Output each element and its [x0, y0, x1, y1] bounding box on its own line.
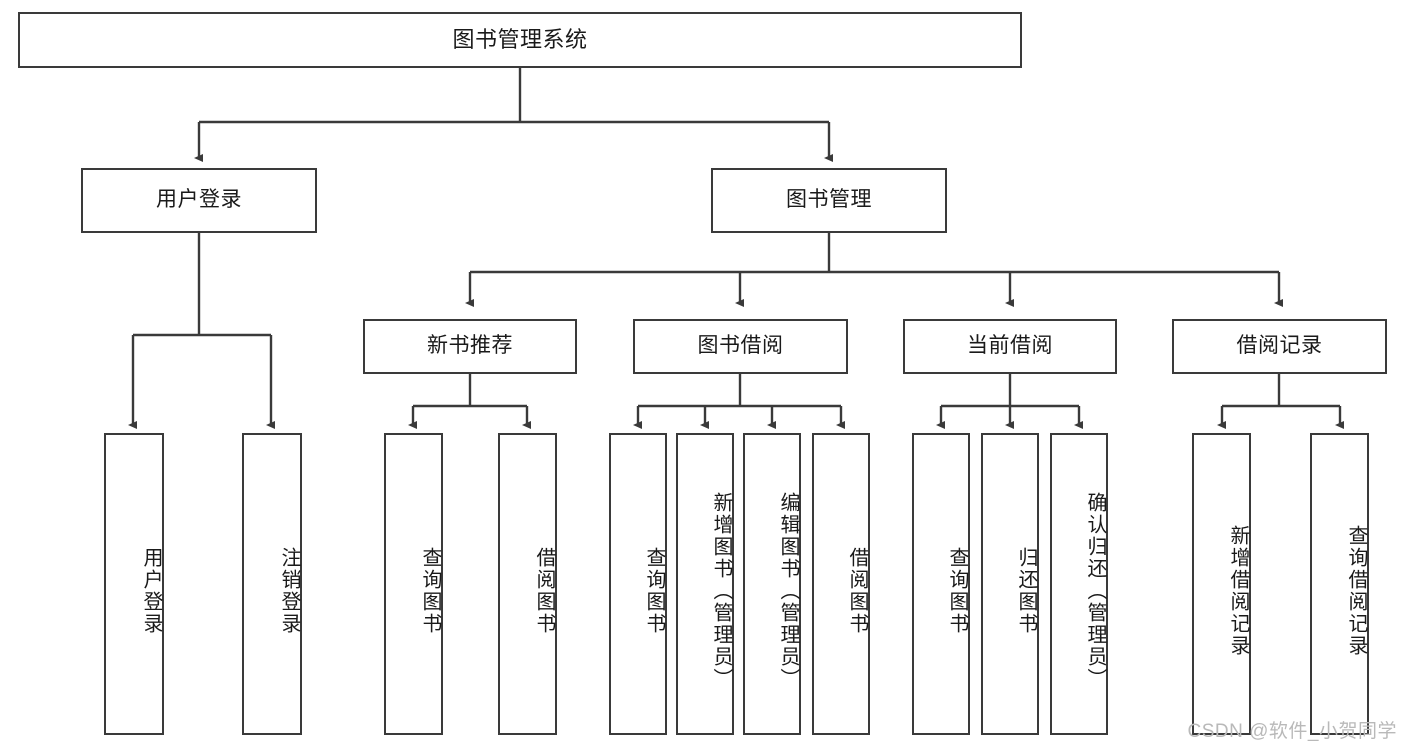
node-label: 图书管理: [786, 188, 872, 212]
leaf-user-login-login[interactable]: 用户登录: [104, 433, 164, 735]
node-label: 归还图书: [1015, 547, 1037, 635]
node-label: 注销登录: [278, 547, 300, 635]
node-label: 新增图书（管理员）: [710, 492, 732, 690]
node-label: 图书借阅: [697, 334, 784, 358]
node-current-borrow[interactable]: 当前借阅: [903, 319, 1117, 374]
leaf-new-book-query[interactable]: 查询图书: [384, 433, 443, 735]
node-label: 用户登录: [140, 547, 162, 635]
leaf-new-book-borrow[interactable]: 借阅图书: [498, 433, 557, 735]
node-label: 借阅图书: [533, 547, 555, 635]
node-label: 新增借阅记录: [1227, 525, 1249, 657]
node-label: 查询图书: [643, 547, 665, 635]
leaf-book-borrow-add[interactable]: 新增图书（管理员）: [676, 433, 734, 735]
node-label: 确认归还（管理员）: [1084, 492, 1106, 690]
node-book-borrow[interactable]: 图书借阅: [633, 319, 848, 374]
node-root-system[interactable]: 图书管理系统: [18, 12, 1022, 68]
leaf-book-borrow-borrow[interactable]: 借阅图书: [812, 433, 870, 735]
node-label: 用户登录: [156, 188, 242, 212]
node-borrow-record[interactable]: 借阅记录: [1172, 319, 1387, 374]
node-label: 当前借阅: [967, 334, 1053, 358]
leaf-current-borrow-return[interactable]: 归还图书: [981, 433, 1039, 735]
leaf-borrow-record-add[interactable]: 新增借阅记录: [1192, 433, 1251, 735]
node-new-book-recommend[interactable]: 新书推荐: [363, 319, 577, 374]
leaf-current-borrow-confirm-return[interactable]: 确认归还（管理员）: [1050, 433, 1108, 735]
node-label: 查询图书: [419, 547, 441, 635]
leaf-borrow-record-query[interactable]: 查询借阅记录: [1310, 433, 1369, 735]
node-label: 图书管理系统: [452, 27, 588, 53]
node-label: 借阅图书: [846, 547, 868, 635]
node-label: 查询借阅记录: [1345, 525, 1367, 657]
leaf-user-login-logout[interactable]: 注销登录: [242, 433, 302, 735]
node-label: 编辑图书（管理员）: [777, 492, 799, 690]
node-label: 查询图书: [946, 547, 968, 635]
leaf-current-borrow-query[interactable]: 查询图书: [912, 433, 970, 735]
leaf-book-borrow-edit[interactable]: 编辑图书（管理员）: [743, 433, 801, 735]
node-book-management[interactable]: 图书管理: [711, 168, 947, 233]
node-label: 新书推荐: [427, 334, 513, 358]
node-label: 借阅记录: [1236, 334, 1323, 358]
csdn-watermark: CSDN @软件_小贺同学: [1187, 721, 1397, 742]
leaf-book-borrow-query[interactable]: 查询图书: [609, 433, 667, 735]
node-user-login[interactable]: 用户登录: [81, 168, 317, 233]
